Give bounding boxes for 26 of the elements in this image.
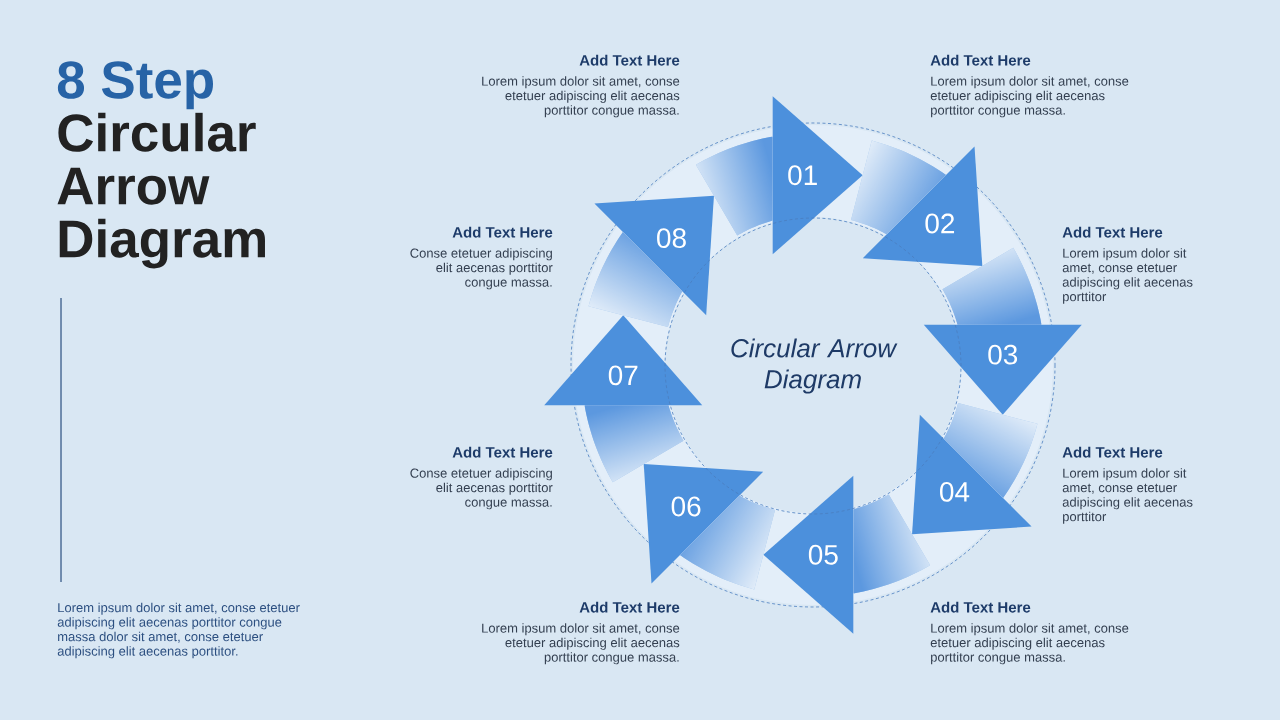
heading: Add Text Here (452, 446, 553, 458)
paragraph: Lorem ipsum dolor sit amet, conse etetuer adipiscing elit aecenas porttitor congue massa dolor sit amet, conse etetuer adipiscing elit aecenas porttitor. (57, 602, 300, 659)
body-text: Lorem ipsum dolor sit amet, conse etetuer adipiscing elit aecenas porttitor congue massa. (482, 623, 680, 665)
arrowhead: 01 (772, 96, 863, 255)
arrowhead: 07 (544, 315, 703, 406)
heading: Add Text Here (579, 54, 680, 66)
arrowhead: 05 (763, 475, 854, 634)
arrowhead: 06 (643, 464, 764, 584)
body-text: Lorem ipsum dolor sit amet, conse etetuer adipiscing elit aecenas porttitor (1062, 248, 1193, 304)
body-text: Lorem ipsum dolor sit amet, conse etetuer adipiscing elit aecenas porttitor (1062, 468, 1193, 524)
body-text: Conse etetuer adipiscing elit aecenas porttitor congue massa. (410, 468, 553, 510)
arrowhead: 02 (862, 146, 983, 266)
arrowhead: 03 (923, 324, 1082, 415)
heading: Add Text Here (930, 54, 1031, 66)
heading: Add Text Here (1062, 226, 1163, 238)
heading: Add Text Here (1062, 446, 1163, 458)
heading: Add Text Here (579, 601, 680, 613)
heading: Add Text Here (452, 226, 553, 238)
body-text: Lorem ipsum dolor sit amet, conse etetuer adipiscing elit aecenas porttitor congue massa. (482, 76, 680, 118)
arrowhead: 08 (594, 195, 714, 316)
body-text: Lorem ipsum dolor sit amet, conse etetuer adipiscing elit aecenas porttitor congue massa. (930, 76, 1129, 118)
arrowhead: 04 (912, 414, 1032, 535)
body-text: Conse etetuer adipiscing elit aecenas porttitor congue massa. (410, 248, 553, 290)
body-text: Lorem ipsum dolor sit amet, conse etetuer adipiscing elit aecenas porttitor congue massa. (930, 623, 1129, 665)
title: 8 Step Circular Arrow Diagram (57, 61, 265, 269)
heading: Add Text Here (930, 601, 1031, 613)
